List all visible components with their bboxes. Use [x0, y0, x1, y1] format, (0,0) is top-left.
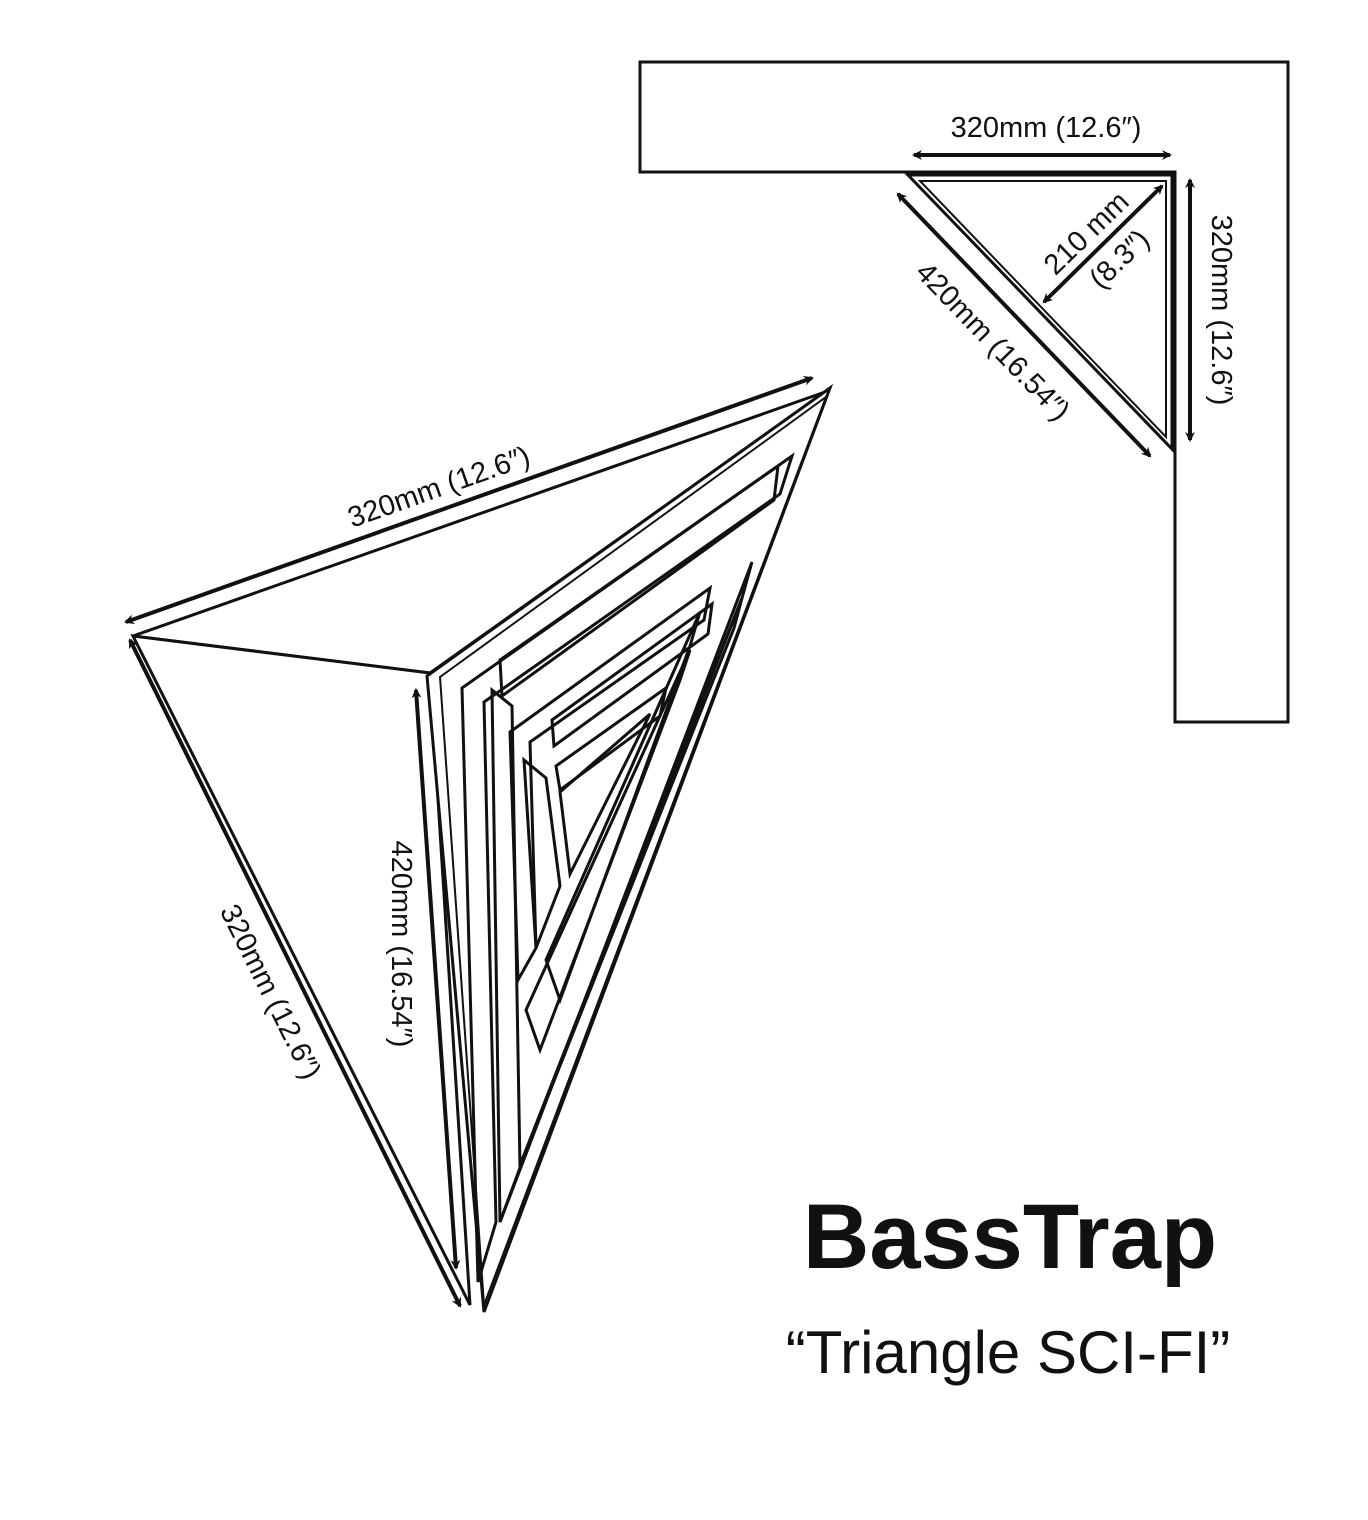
corner-right-dimension-label: 320mm (12.6″): [1205, 215, 1237, 406]
corner-hypotenuse-dimension-label: 420mm (16.54″): [909, 256, 1076, 427]
perspective-left-dimension-arrow: [128, 638, 462, 1308]
perspective-front-dimension-arrow: [411, 688, 461, 1270]
corner-depth-dimension-arrow: [1042, 184, 1164, 304]
perspective-view: 320mm (12.6″) 320mm (12.6″) 420mm (16.54…: [124, 375, 834, 1313]
product-title: BassTrap: [803, 1186, 1217, 1288]
perspective-top-dimension-arrow: [124, 375, 814, 625]
wall-corner: [638, 60, 1290, 724]
corner-top-dimension-label: 320mm (12.6″): [951, 112, 1142, 144]
product-subtitle: “Triangle SCI-FI”: [786, 1319, 1231, 1386]
corner-hypotenuse-dimension-arrow: [896, 192, 1152, 458]
perspective-front-dimension-label: 420mm (16.54″): [385, 841, 417, 1048]
